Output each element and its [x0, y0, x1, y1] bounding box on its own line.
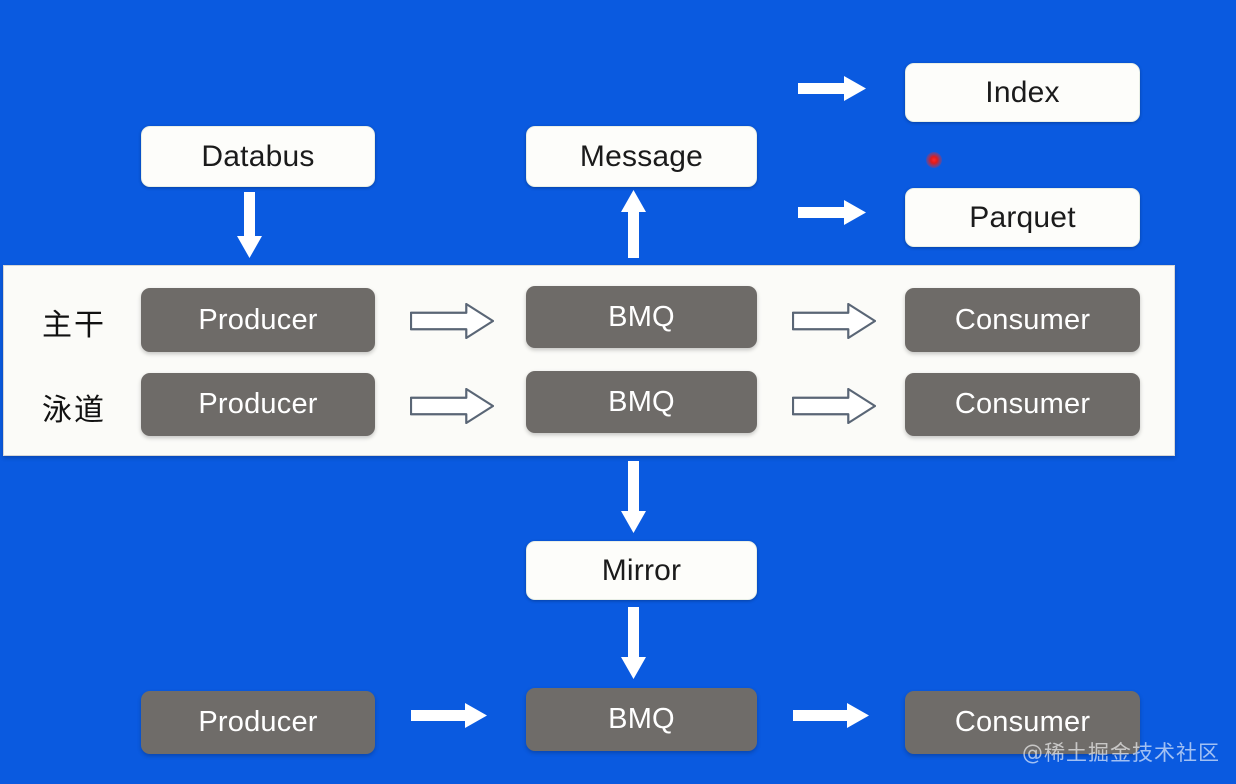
node-producer-bottom[interactable]: Producer [141, 691, 375, 754]
bmq-to-consumer-arrow-icon [793, 702, 869, 728]
node-index[interactable]: Index [905, 63, 1140, 122]
lane1-producer-to-bmq-arrow-icon [410, 303, 494, 339]
node-bmq-bottom[interactable]: BMQ [526, 688, 757, 751]
node-consumer-bottom[interactable]: Consumer [905, 691, 1140, 754]
watermark-text: @稀土掘金技术社区 [1022, 741, 1220, 765]
node-mirror[interactable]: Mirror [526, 541, 757, 600]
node-parquet[interactable]: Parquet [905, 188, 1140, 247]
click-indicator-icon [926, 152, 942, 168]
node-producer-swimlane[interactable]: Producer [141, 373, 375, 436]
node-consumer-trunk[interactable]: Consumer [905, 288, 1140, 352]
producer-to-bmq-arrow-icon [411, 702, 487, 728]
mirror-to-bmq-arrow-icon [620, 607, 646, 679]
node-message[interactable]: Message [526, 126, 757, 187]
lane2-producer-to-bmq-arrow-icon [410, 388, 494, 424]
node-databus[interactable]: Databus [141, 126, 375, 187]
message-to-index-arrow-icon [798, 75, 866, 101]
lane1-bmq-to-consumer-arrow-icon [792, 303, 876, 339]
node-consumer-swimlane[interactable]: Consumer [905, 373, 1140, 436]
node-producer-trunk[interactable]: Producer [141, 288, 375, 352]
node-bmq-trunk[interactable]: BMQ [526, 286, 757, 348]
lane-label-trunk: 主干 [42, 308, 106, 343]
message-to-parquet-arrow-icon [798, 199, 866, 225]
lane-label-swimlane: 泳道 [42, 393, 106, 428]
bmq-to-message-arrow-icon [620, 190, 646, 258]
panel-to-mirror-arrow-icon [620, 461, 646, 533]
lane2-bmq-to-consumer-arrow-icon [792, 388, 876, 424]
databus-to-producer-arrow-icon [236, 192, 262, 258]
node-bmq-swimlane[interactable]: BMQ [526, 371, 757, 433]
